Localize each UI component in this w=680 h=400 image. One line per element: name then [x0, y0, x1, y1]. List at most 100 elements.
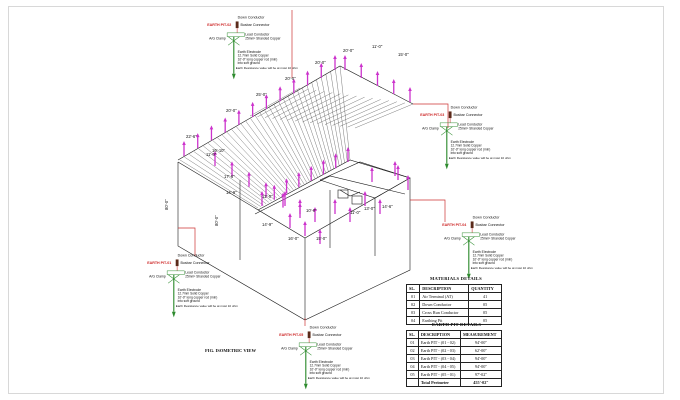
dimension-label: 20'-0": [226, 108, 237, 113]
air-terminal-tip: [348, 207, 352, 211]
air-terminal-tip: [278, 86, 282, 91]
lead-conductor-spec: 25mm² Stranded Copper: [185, 275, 221, 279]
air-terminal-tip: [396, 165, 400, 169]
electrode-spec: 10'-0" long copper rod (min): [178, 295, 218, 299]
sheet-frame: [8, 6, 664, 394]
pit-cover: [298, 342, 317, 347]
busbar-icon: [307, 331, 311, 339]
air-terminal-tip: [333, 153, 338, 158]
cell: Cross Run Conductor: [419, 308, 470, 317]
cell: 94'-00": [459, 362, 503, 371]
dimension-label: 10'-0": [306, 208, 317, 213]
table-row: 04 Earthing Pit 05: [405, 316, 502, 325]
roof-hatch-line: [325, 74, 343, 165]
materials-header-description: DESCRIPTION: [419, 284, 470, 293]
busbar-icon: [175, 259, 179, 267]
cell: 94'-00": [459, 354, 503, 363]
electrode-spec: into soft ground: [178, 299, 200, 303]
dimension-label: 14'-9": [226, 190, 237, 195]
air-terminal-tip: [260, 191, 264, 195]
roof-hatch-line: [231, 129, 288, 193]
dimension-label: 20'-0": [315, 60, 326, 65]
electrode-spec: into soft ground: [238, 61, 260, 65]
earth-electrode-tip: [231, 73, 236, 80]
materials-table-title: MATERIALS DETAILS: [430, 276, 482, 281]
cell: Earthing Pit: [419, 316, 470, 325]
pit-header-measurement: MEASUREMENT: [459, 330, 503, 339]
cell: 03: [406, 354, 419, 363]
roof-hatch-line: [283, 99, 318, 178]
earth-electrode-brace: [167, 274, 180, 284]
pit-table-title: EARTH PIT DETAILS: [432, 322, 482, 327]
roof-hatch-line: [255, 115, 302, 186]
air-terminal-tip: [272, 184, 277, 189]
earth-electrode-label: Earth Electrode: [473, 250, 497, 254]
pit-label: EARTH PIT-04: [442, 223, 466, 227]
air-terminal-tip: [230, 161, 234, 166]
busbar-label: Busbar Connector: [453, 113, 483, 117]
dimension-label: 15'-0": [398, 52, 409, 57]
cell: 03: [405, 308, 421, 317]
roof-hatch-line: [241, 123, 294, 190]
lead-conductor-spec: 25mm² Stranded Copper: [458, 127, 494, 131]
roof-hatch-line: [294, 94, 349, 122]
cell: 02: [405, 300, 421, 309]
air-terminal-tip: [343, 55, 347, 59]
down-conductor-label: Down Conductor: [473, 216, 501, 220]
dimension-label-height-left: 80'-0": [164, 199, 169, 210]
air-terminals: [182, 55, 412, 244]
roof-hatch-line: [236, 126, 291, 192]
pit-header-description: DESCRIPTION: [417, 330, 461, 339]
roof-hatch-line: [179, 159, 259, 209]
air-terminal-tip: [288, 213, 292, 217]
cell: 94'-00": [459, 338, 503, 347]
air-terminal-tip: [370, 167, 374, 171]
roof-hatch-line: [311, 82, 334, 169]
table-row: 02 Down Conductor 05: [405, 300, 502, 309]
roof-hatch-line: [278, 101, 315, 179]
dimension-label: 20'-0": [285, 76, 296, 81]
roof-hatch-line: [208, 143, 275, 200]
earth-electrode-label: Earth Electrode: [178, 288, 202, 292]
cell: 05: [468, 308, 502, 317]
roof-hatch-line: [222, 134, 283, 196]
air-terminal-tip: [250, 101, 255, 106]
resistance-note: Earth Resistance value will be at most 1…: [449, 156, 512, 160]
materials-header-quantity: QUANTITY: [468, 284, 502, 293]
pit-header-sl: SL.: [406, 330, 419, 339]
roof-hatch-line: [264, 90, 317, 118]
roof-hatch-line: [330, 71, 345, 163]
materials-header-sl: SL.: [405, 284, 421, 293]
annex-outline: [319, 161, 411, 256]
busbar-label: Busbar Connector: [180, 261, 210, 265]
air-terminal-tip: [321, 159, 326, 164]
earth-electrode-label: Earth Electrode: [238, 50, 262, 54]
cell: 04: [406, 362, 419, 371]
total-label: Total Perimeter: [417, 378, 461, 387]
air-terminal-tip: [309, 165, 313, 170]
roof-hatch-line: [184, 157, 261, 207]
down-conductor-label: Down Conductor: [238, 16, 266, 20]
air-terminal-tip: [237, 109, 241, 114]
table-row-total: Total Perimeter 455'-02": [406, 378, 503, 387]
pit-cover: [439, 122, 458, 127]
cell: 97'-02": [459, 370, 503, 379]
roof-hatch-line: [297, 90, 326, 173]
cell: 01: [406, 338, 419, 347]
cell: Earth PIT - (01 - 02): [417, 338, 461, 347]
cell: Air Terminal (AT): [419, 292, 470, 301]
roof-hatch-line: [354, 103, 414, 129]
pit-label: EARTH PIT-05: [279, 333, 303, 337]
pit-label: EARTH PIT-01: [147, 261, 171, 265]
cell: Earth PIT - (04 - 05): [417, 362, 461, 371]
roof-hatch-line: [317, 98, 373, 124]
busbar-label: Busbar Connector: [240, 23, 270, 27]
earth-electrode-tip: [444, 163, 449, 170]
dimension-label: 25'-0": [256, 92, 267, 97]
cell: 05: [406, 370, 419, 379]
busbar-icon: [235, 21, 239, 29]
